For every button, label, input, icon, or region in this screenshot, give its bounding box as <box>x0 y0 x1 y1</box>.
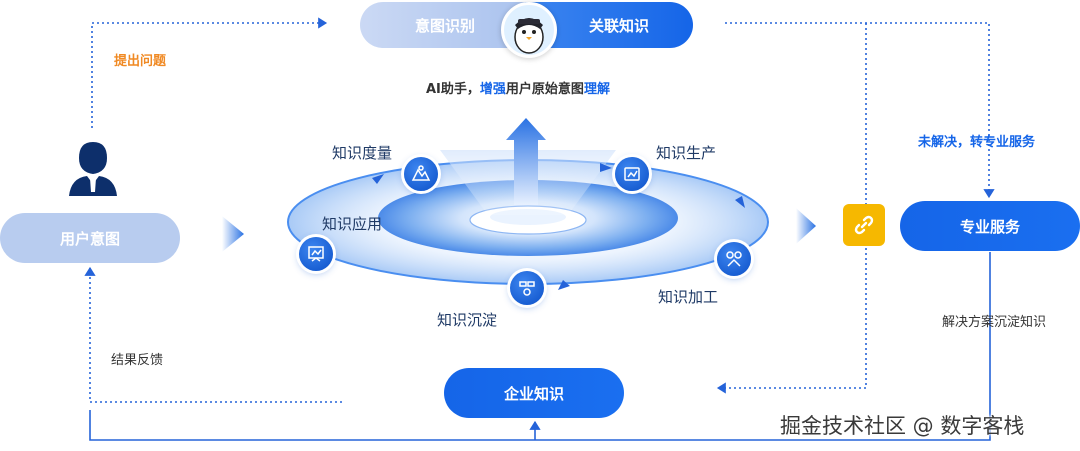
solution-settle-label: 解决方案沉淀知识 <box>942 311 1046 330</box>
ask-question-label: 提出问题 <box>114 50 166 69</box>
knowledge-production-label: 知识生产 <box>656 142 716 163</box>
watermark: 掘金技术社区 @ 数字客栈 <box>780 410 1024 440</box>
assistant-caption: AI助手，增强用户原始意图理解 <box>426 78 610 97</box>
enterprise-knowledge-pill[interactable]: 企业知识 <box>444 368 624 418</box>
unsolved-transfer-label: 未解决，转专业服务 <box>918 131 1035 150</box>
caption-part-1: AI助手， <box>426 82 480 97</box>
enterprise-knowledge-label: 企业知识 <box>504 383 564 404</box>
knowledge-application-label: 知识应用 <box>322 213 382 234</box>
professional-service-label: 专业服务 <box>960 216 1020 237</box>
penguin-mascot-icon <box>501 2 557 58</box>
user-intent-pill[interactable]: 用户意图 <box>0 213 180 263</box>
professional-service-pill[interactable]: 专业服务 <box>900 201 1080 251</box>
knowledge-processing-label: 知识加工 <box>658 286 718 307</box>
knowledge-settle-icon <box>510 271 544 305</box>
knowledge-settle-label: 知识沉淀 <box>437 309 497 330</box>
caption-emphasis-1: 增强 <box>480 82 506 97</box>
knowledge-measure-icon <box>404 157 438 191</box>
link-icon[interactable] <box>843 204 885 246</box>
caption-emphasis-2: 理解 <box>584 82 610 97</box>
user-icon <box>67 138 119 196</box>
user-intent-label: 用户意图 <box>60 228 120 249</box>
knowledge-processing-icon <box>717 242 751 276</box>
knowledge-production-icon <box>615 157 649 191</box>
knowledge-measure-label: 知识度量 <box>332 142 392 163</box>
caption-part-2: 用户原始意图 <box>506 82 584 97</box>
result-feedback-label: 结果反馈 <box>111 349 163 368</box>
knowledge-application-icon <box>299 237 333 271</box>
related-knowledge-label: 关联知识 <box>569 15 649 36</box>
intent-recognition-label: 意图识别 <box>415 15 475 36</box>
